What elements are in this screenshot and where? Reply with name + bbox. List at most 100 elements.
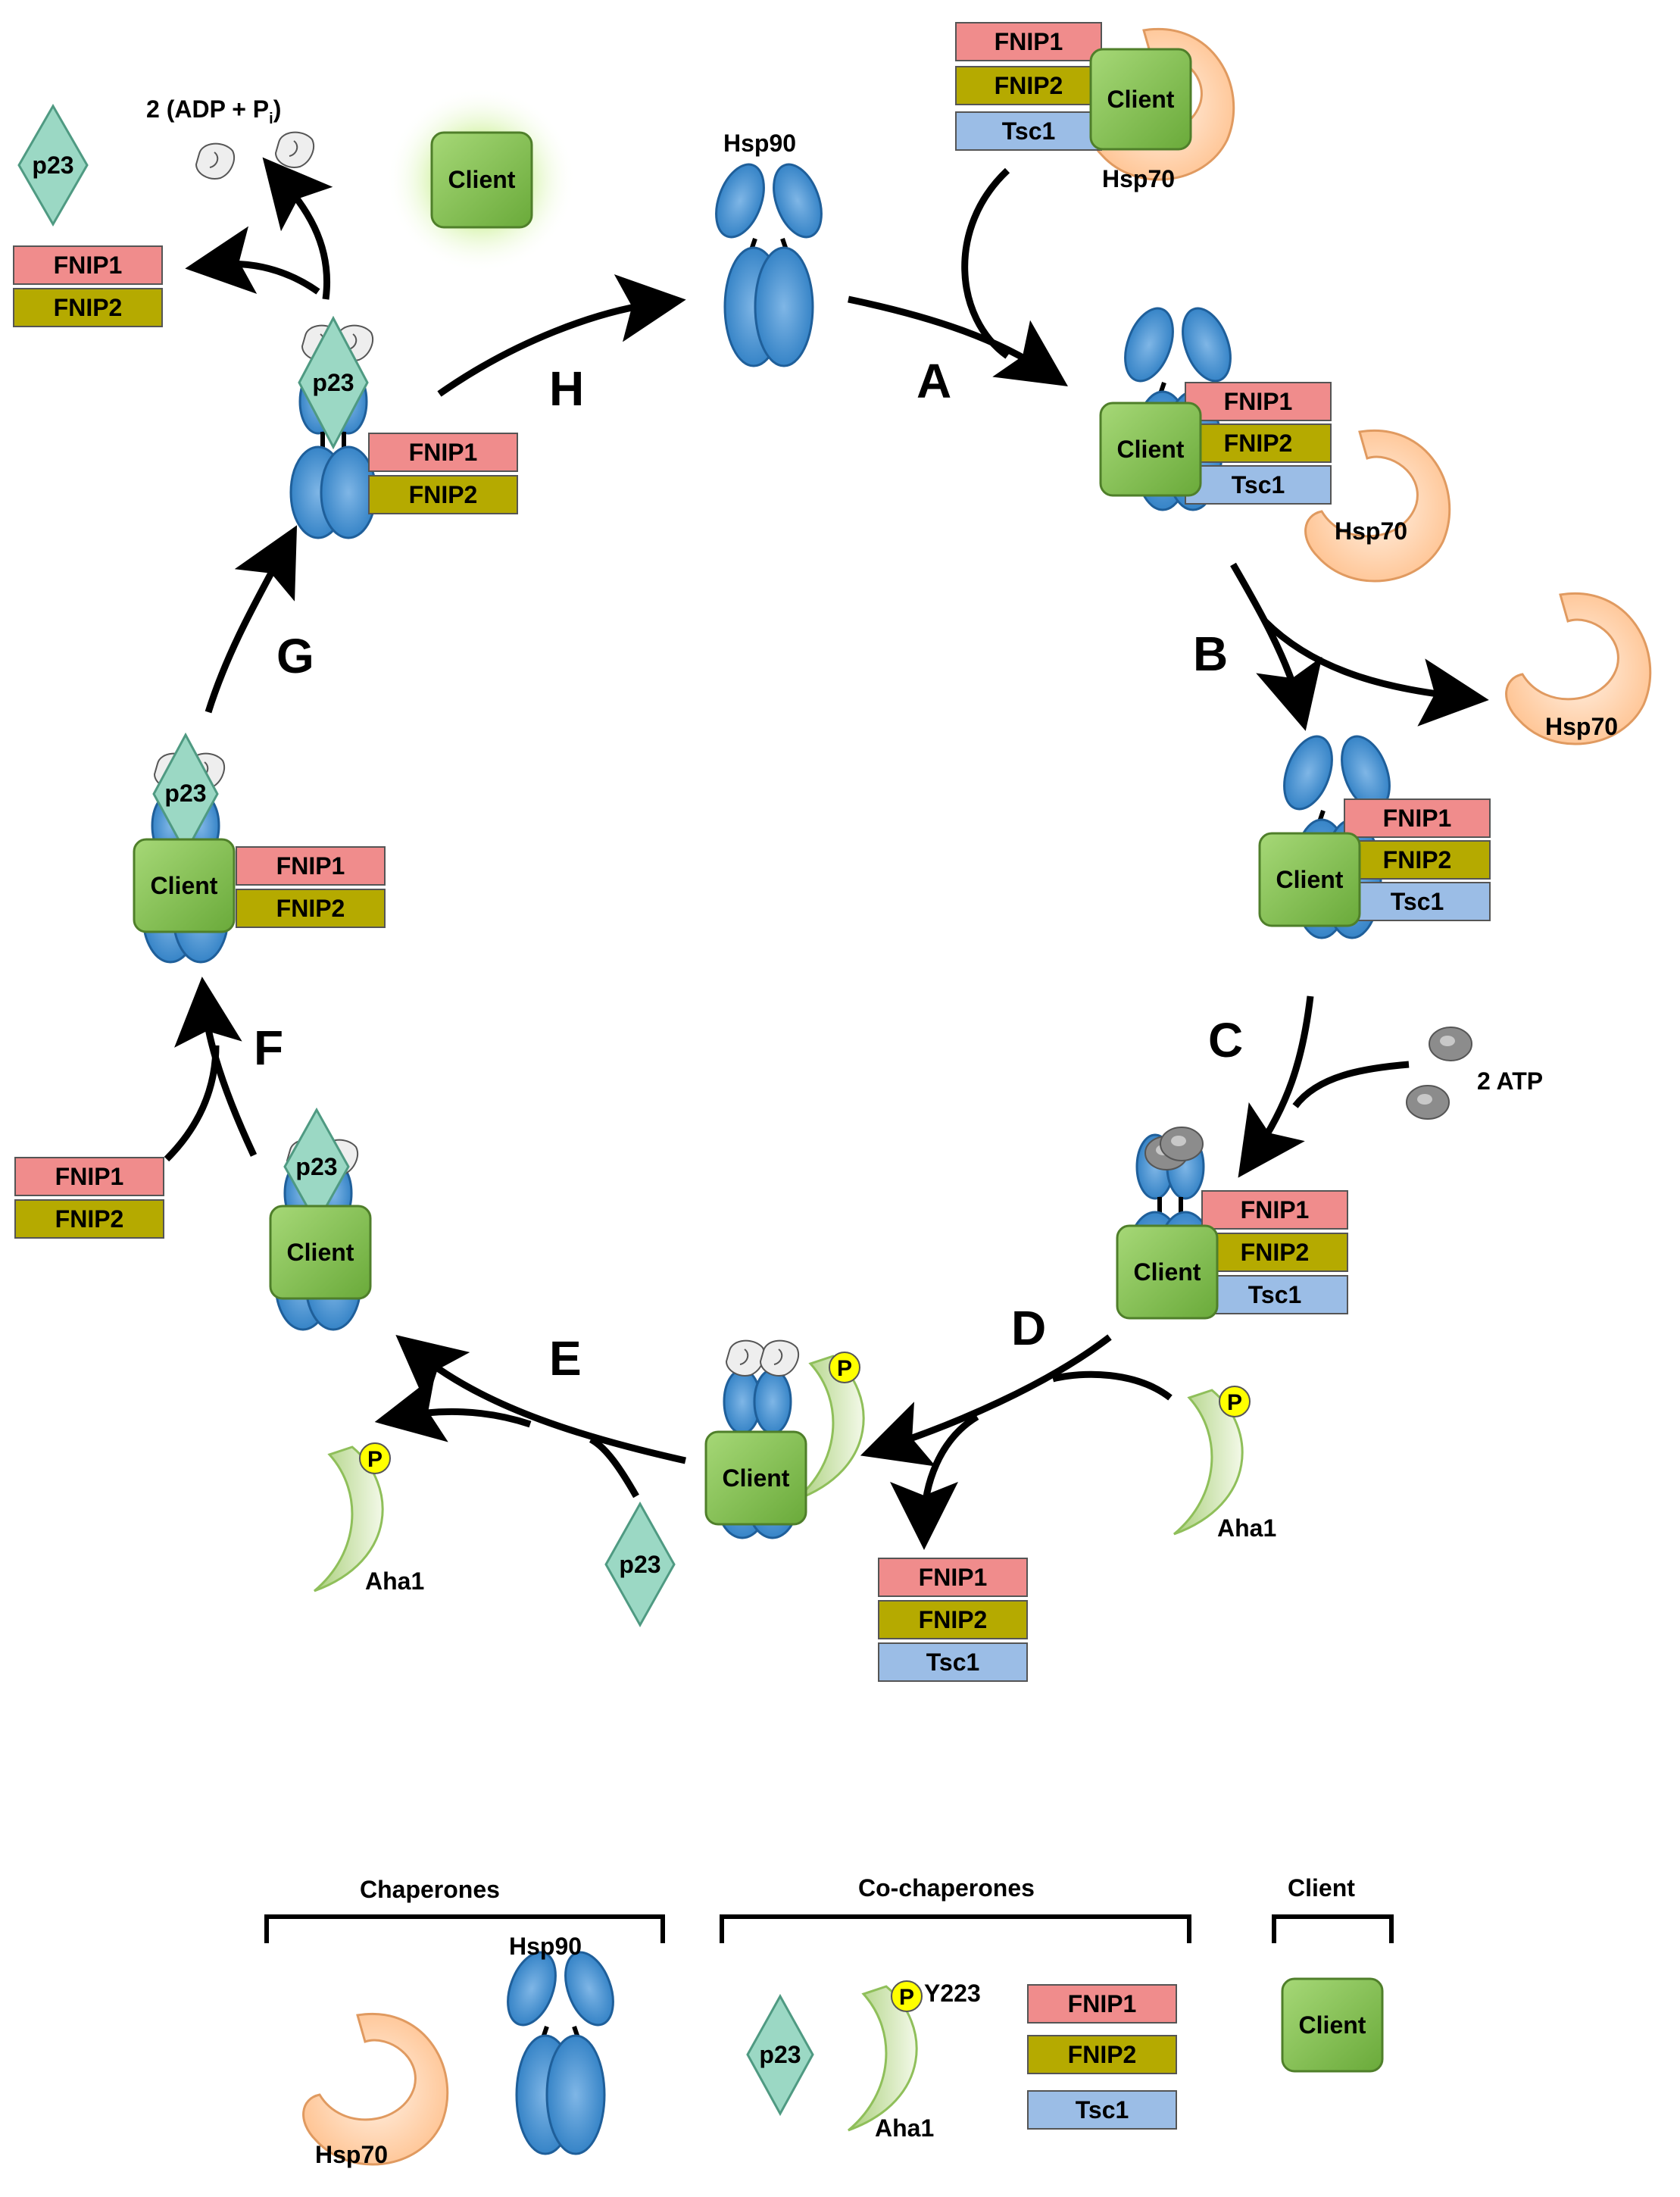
legend-bracket-chaperones <box>264 1914 665 1943</box>
fnip2-label: FNIP2 <box>1224 430 1293 457</box>
client-released: Client <box>386 87 576 273</box>
hsp70-label-a: Hsp70 <box>1335 517 1407 545</box>
complex-e: p23 Client <box>269 1107 372 1330</box>
p23-incoming: p23 <box>604 1501 676 1628</box>
hsp70-label-released: Hsp70 <box>1545 713 1618 740</box>
p23-label: p23 <box>619 1551 660 1578</box>
complex-c: FNIP1 FNIP2 Tsc1 Client <box>1116 1127 1348 1320</box>
cycle-arrows <box>164 157 1489 1550</box>
phospho-label: P <box>1227 1390 1242 1415</box>
step-label-g: G <box>276 629 314 683</box>
step-label-a: A <box>917 354 951 408</box>
phospho-label: P <box>837 1356 852 1381</box>
arrow-e <box>395 1334 686 1464</box>
arrow-h <box>437 274 686 397</box>
hsp90-free <box>707 158 831 366</box>
incoming-complex: Hsp70 FNIP1 FNIP2 Tsc1 Client <box>955 22 1235 192</box>
fnip2-label: FNIP2 <box>1241 1239 1310 1266</box>
tsc1-label: Tsc1 <box>1232 471 1285 498</box>
client-label: Client <box>1276 866 1344 893</box>
arrow-h-adp <box>262 157 333 300</box>
arrow-a-input <box>961 167 1010 359</box>
released-cochaperones-d: FNIP1 FNIP2 Tsc1 <box>878 1558 1028 1682</box>
client-label: Client <box>1117 436 1185 463</box>
legend-p23-label: p23 <box>759 2041 801 2068</box>
fnip1-label: FNIP1 <box>919 1564 988 1591</box>
fnip1-label: FNIP1 <box>995 28 1063 55</box>
adp-label: 2 (ADP + Pi) <box>146 95 281 127</box>
fnip2-label: FNIP2 <box>1383 846 1452 873</box>
client-label: Client <box>287 1239 354 1266</box>
arrow-e-output <box>374 1375 532 1442</box>
complex-g: p23 FNIP1 FNIP2 <box>291 315 518 538</box>
aha1-released: P Aha1 <box>313 1442 424 1595</box>
step-labels: A B C D E F G H <box>254 354 1243 1386</box>
legend-hsp90-label: Hsp90 <box>509 1933 582 1960</box>
arrow-h-output-fnip <box>185 226 320 295</box>
step-label-e: E <box>549 1331 582 1386</box>
legend-phospho-icon <box>891 1980 923 2012</box>
arrow-g <box>205 525 298 714</box>
fnip1-label: FNIP1 <box>1241 1196 1310 1224</box>
legend-chaperones-title: Chaperones <box>360 1876 500 1903</box>
client-label: Client <box>151 872 218 899</box>
legend-aha1-label: Aha1 <box>875 2114 934 2142</box>
client-label: Client <box>1134 1258 1201 1286</box>
legend-bracket-client <box>1272 1914 1394 1943</box>
legend-phospho-label: P <box>899 1985 914 2010</box>
fnip2-label: FNIP2 <box>55 1205 124 1233</box>
legend-bracket-cochaperones <box>720 1914 1191 1943</box>
fnip2-label: FNIP2 <box>54 294 123 321</box>
arrow-c-input <box>1292 1061 1410 1108</box>
fnip1-label: FNIP1 <box>1383 805 1452 832</box>
legend-cochaperones-title: Co-chaperones <box>858 1874 1035 1902</box>
legend-client-box-label: Client <box>1299 2011 1366 2039</box>
step-label-c: C <box>1208 1013 1243 1067</box>
client-label: Client <box>1107 86 1175 113</box>
aha1-label: Aha1 <box>1217 1514 1276 1542</box>
arrow-b-output <box>1262 618 1489 727</box>
legend-fnip2-label: FNIP2 <box>1068 2041 1137 2068</box>
fnip2-label: FNIP2 <box>919 1606 988 1633</box>
step-label-f: F <box>254 1020 283 1075</box>
client-label: Client <box>723 1464 790 1492</box>
step-label-b: B <box>1193 627 1228 681</box>
arrow-d-output <box>890 1414 979 1550</box>
tsc1-label: Tsc1 <box>1248 1281 1302 1308</box>
p23-label: p23 <box>312 369 354 396</box>
fnip1-label: FNIP1 <box>54 252 123 279</box>
p23-label: p23 <box>295 1153 337 1180</box>
fnip2-label: FNIP2 <box>409 481 478 508</box>
released-h: p23 FNIP1 FNIP2 2 (ADP + Pi) <box>13 95 315 327</box>
complex-a: Hsp70 FNIP1 FNIP2 Tsc1 Client <box>1099 302 1451 583</box>
client-label: Client <box>448 166 516 193</box>
complex-d: P Client <box>704 1339 865 1538</box>
complex-f: p23 FNIP1 FNIP2 Client <box>133 732 386 962</box>
arrow-e-input <box>589 1436 639 1499</box>
arrow-f-input <box>164 1045 220 1162</box>
step-label-d: D <box>1011 1301 1046 1355</box>
hsp70-label-incoming: Hsp70 <box>1102 165 1175 192</box>
legend-hsp70-label: Hsp70 <box>315 2141 388 2168</box>
fnip1-label: FNIP1 <box>276 852 345 880</box>
fnip1-label: FNIP1 <box>55 1163 124 1190</box>
arrow-d-input <box>1051 1370 1173 1401</box>
atp-label: 2 ATP <box>1477 1067 1543 1095</box>
legend-p23-icon <box>746 1993 814 2117</box>
arrow-c <box>1238 995 1314 1178</box>
legend-y223-label: Y223 <box>924 1980 981 2007</box>
fnip2-label: FNIP2 <box>995 72 1063 99</box>
p23-label: p23 <box>164 780 206 807</box>
legend-client-title: Client <box>1288 1874 1355 1902</box>
fnip1-label: FNIP1 <box>409 439 478 466</box>
tsc1-label: Tsc1 <box>1002 117 1056 145</box>
tsc1-label: Tsc1 <box>926 1649 980 1676</box>
fnip-incoming-f: FNIP1 FNIP2 <box>14 1157 164 1239</box>
fnip2-label: FNIP2 <box>276 895 345 922</box>
arrow-d <box>860 1334 1112 1467</box>
arrow-b <box>1230 562 1322 731</box>
aha1-label: Aha1 <box>365 1567 424 1595</box>
step-label-h: H <box>549 361 584 416</box>
legend-tsc1-label: Tsc1 <box>1076 2096 1129 2124</box>
